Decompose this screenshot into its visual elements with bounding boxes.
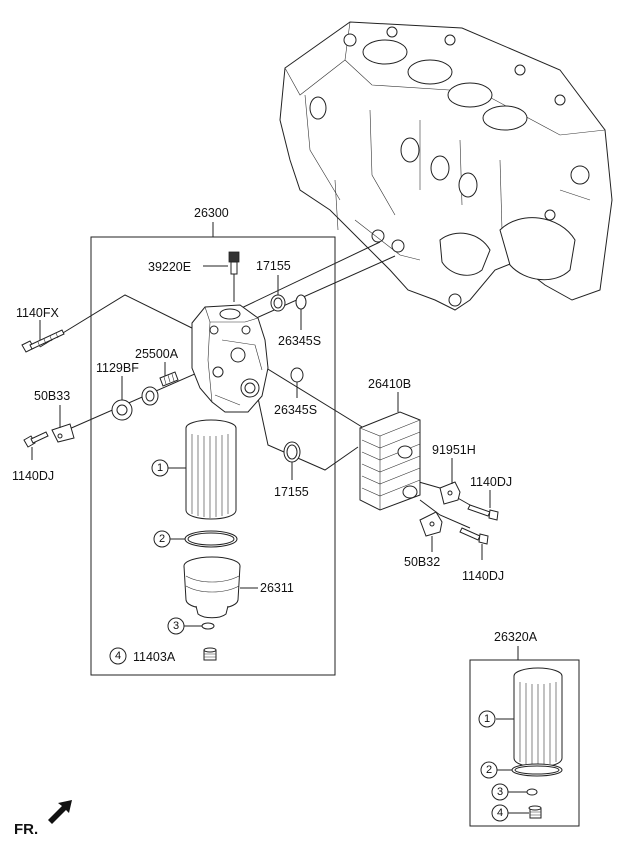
oring-top [270, 275, 286, 312]
oring-mid [283, 441, 301, 480]
callout-2 [153, 530, 171, 548]
label-50B32: 50B32 [404, 555, 440, 569]
kit-drain-plug [508, 805, 542, 819]
label-26345S-mid: 26345S [274, 403, 317, 417]
label-26300: 26300 [194, 206, 229, 220]
label-1140DJ-left: 1140DJ [12, 469, 54, 483]
kit-callout-2-text: 2 [486, 764, 492, 776]
label-1129BF: 1129BF [96, 361, 139, 375]
label-26410B: 26410B [368, 377, 411, 391]
kit-callout-1 [478, 710, 496, 728]
label-17155-top: 17155 [256, 259, 291, 273]
engine-block [279, 21, 613, 311]
callout-3-text: 3 [173, 620, 179, 632]
drain-plug [203, 647, 217, 661]
kit-drain-oring [508, 788, 538, 796]
label-17155-mid: 17155 [274, 485, 309, 499]
filter-cap [183, 556, 258, 619]
kit-callout-2 [480, 761, 498, 779]
gasket-top [295, 294, 307, 330]
label-26311: 26311 [260, 581, 294, 595]
label-39220E: 39220E [148, 260, 191, 274]
label-1140FX: 1140FX [16, 306, 60, 320]
label-26320A: 26320A [494, 630, 538, 644]
callout-2-text: 2 [159, 533, 165, 545]
bolt-1140DJ-right-bottom [459, 527, 489, 560]
plug-1129BF [111, 376, 159, 421]
bolt-1140FX [21, 320, 65, 353]
bracket-91951H [439, 458, 461, 505]
kit-callout-4-text: 4 [497, 807, 503, 819]
oil-pressure-sensor [203, 251, 240, 302]
kit-callout-1-text: 1 [484, 713, 490, 725]
gasket-mid [290, 367, 304, 398]
bracket-50B33 [51, 405, 75, 443]
label-26345S-top: 26345S [278, 334, 321, 348]
oil-cooler [359, 392, 421, 511]
label-50B33: 50B33 [34, 389, 70, 403]
callout-1-text: 1 [157, 462, 163, 474]
callout-4-text: 4 [115, 650, 121, 662]
label-91951H: 91951H [432, 443, 476, 457]
label-1140DJ-right-top: 1140DJ [470, 475, 512, 489]
label-11403A: 11403A [133, 650, 176, 664]
drain-oring [184, 622, 215, 630]
filter-housing [191, 304, 269, 413]
callout-3 [167, 617, 185, 635]
label-1140DJ-right-bottom: 1140DJ [462, 569, 504, 583]
kit-callout-3 [491, 783, 509, 801]
front-marker-label: FR. [14, 821, 38, 838]
bolt-1140DJ-left [23, 431, 49, 460]
label-25500A: 25500A [135, 347, 179, 361]
kit-callout-4 [491, 804, 509, 822]
bolt-1140DJ-right-top [467, 490, 499, 521]
callout-4 [109, 647, 127, 665]
kit-box-26320A [469, 659, 580, 827]
bracket-50B32 [419, 511, 443, 552]
kit-callout-3-text: 3 [497, 786, 503, 798]
arrow-left-down-icon [48, 800, 72, 824]
kit-filter-element [496, 667, 563, 768]
kit-oring [497, 763, 563, 777]
filter-element [168, 419, 237, 520]
callout-1 [151, 459, 169, 477]
filter-oring [170, 530, 238, 548]
valve-25500A [159, 362, 179, 387]
